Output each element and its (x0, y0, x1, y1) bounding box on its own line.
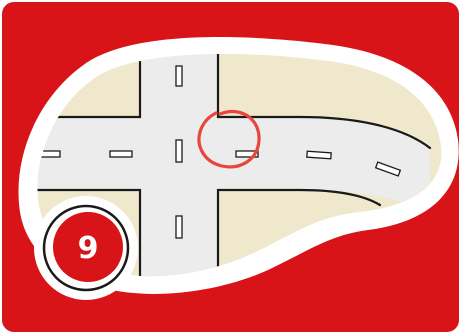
lane-markings (39, 65, 402, 239)
lane-mark-left-2 (109, 150, 133, 158)
highlight-circle-icon (197, 109, 261, 169)
lane-mark-left-1 (39, 150, 61, 158)
lane-mark-bottom (175, 215, 183, 239)
lane-mark-center (175, 139, 183, 163)
lane-mark-top (175, 65, 183, 87)
curb-lines (37, 54, 432, 277)
lane-mark-right-3 (374, 161, 402, 177)
badge-number: 9 (78, 231, 99, 266)
lane-mark-right-2 (306, 150, 332, 160)
numbered-circle-badge: 9 (34, 196, 138, 300)
road-vertical (140, 54, 218, 277)
badge-ring (42, 204, 130, 292)
badge-fill (53, 212, 123, 282)
lane-mark-right-1 (235, 150, 259, 158)
